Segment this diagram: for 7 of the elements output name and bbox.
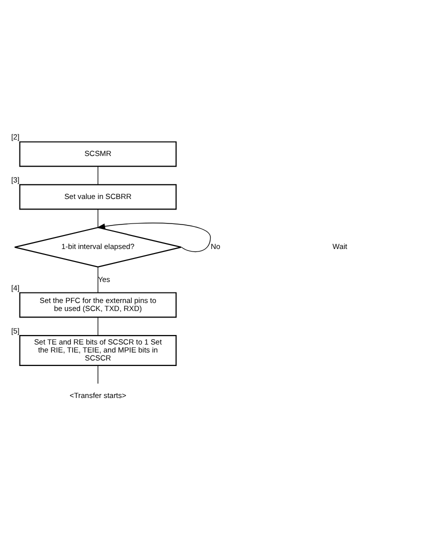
edge-label: No bbox=[210, 242, 220, 252]
node-label: [5] bbox=[11, 326, 20, 336]
node-label: [3] bbox=[11, 176, 20, 185]
node-label: [4] bbox=[11, 284, 20, 293]
node-text: <Transfer starts> bbox=[70, 390, 126, 400]
node-label: [2] bbox=[11, 132, 20, 142]
label: Wait bbox=[332, 242, 348, 252]
